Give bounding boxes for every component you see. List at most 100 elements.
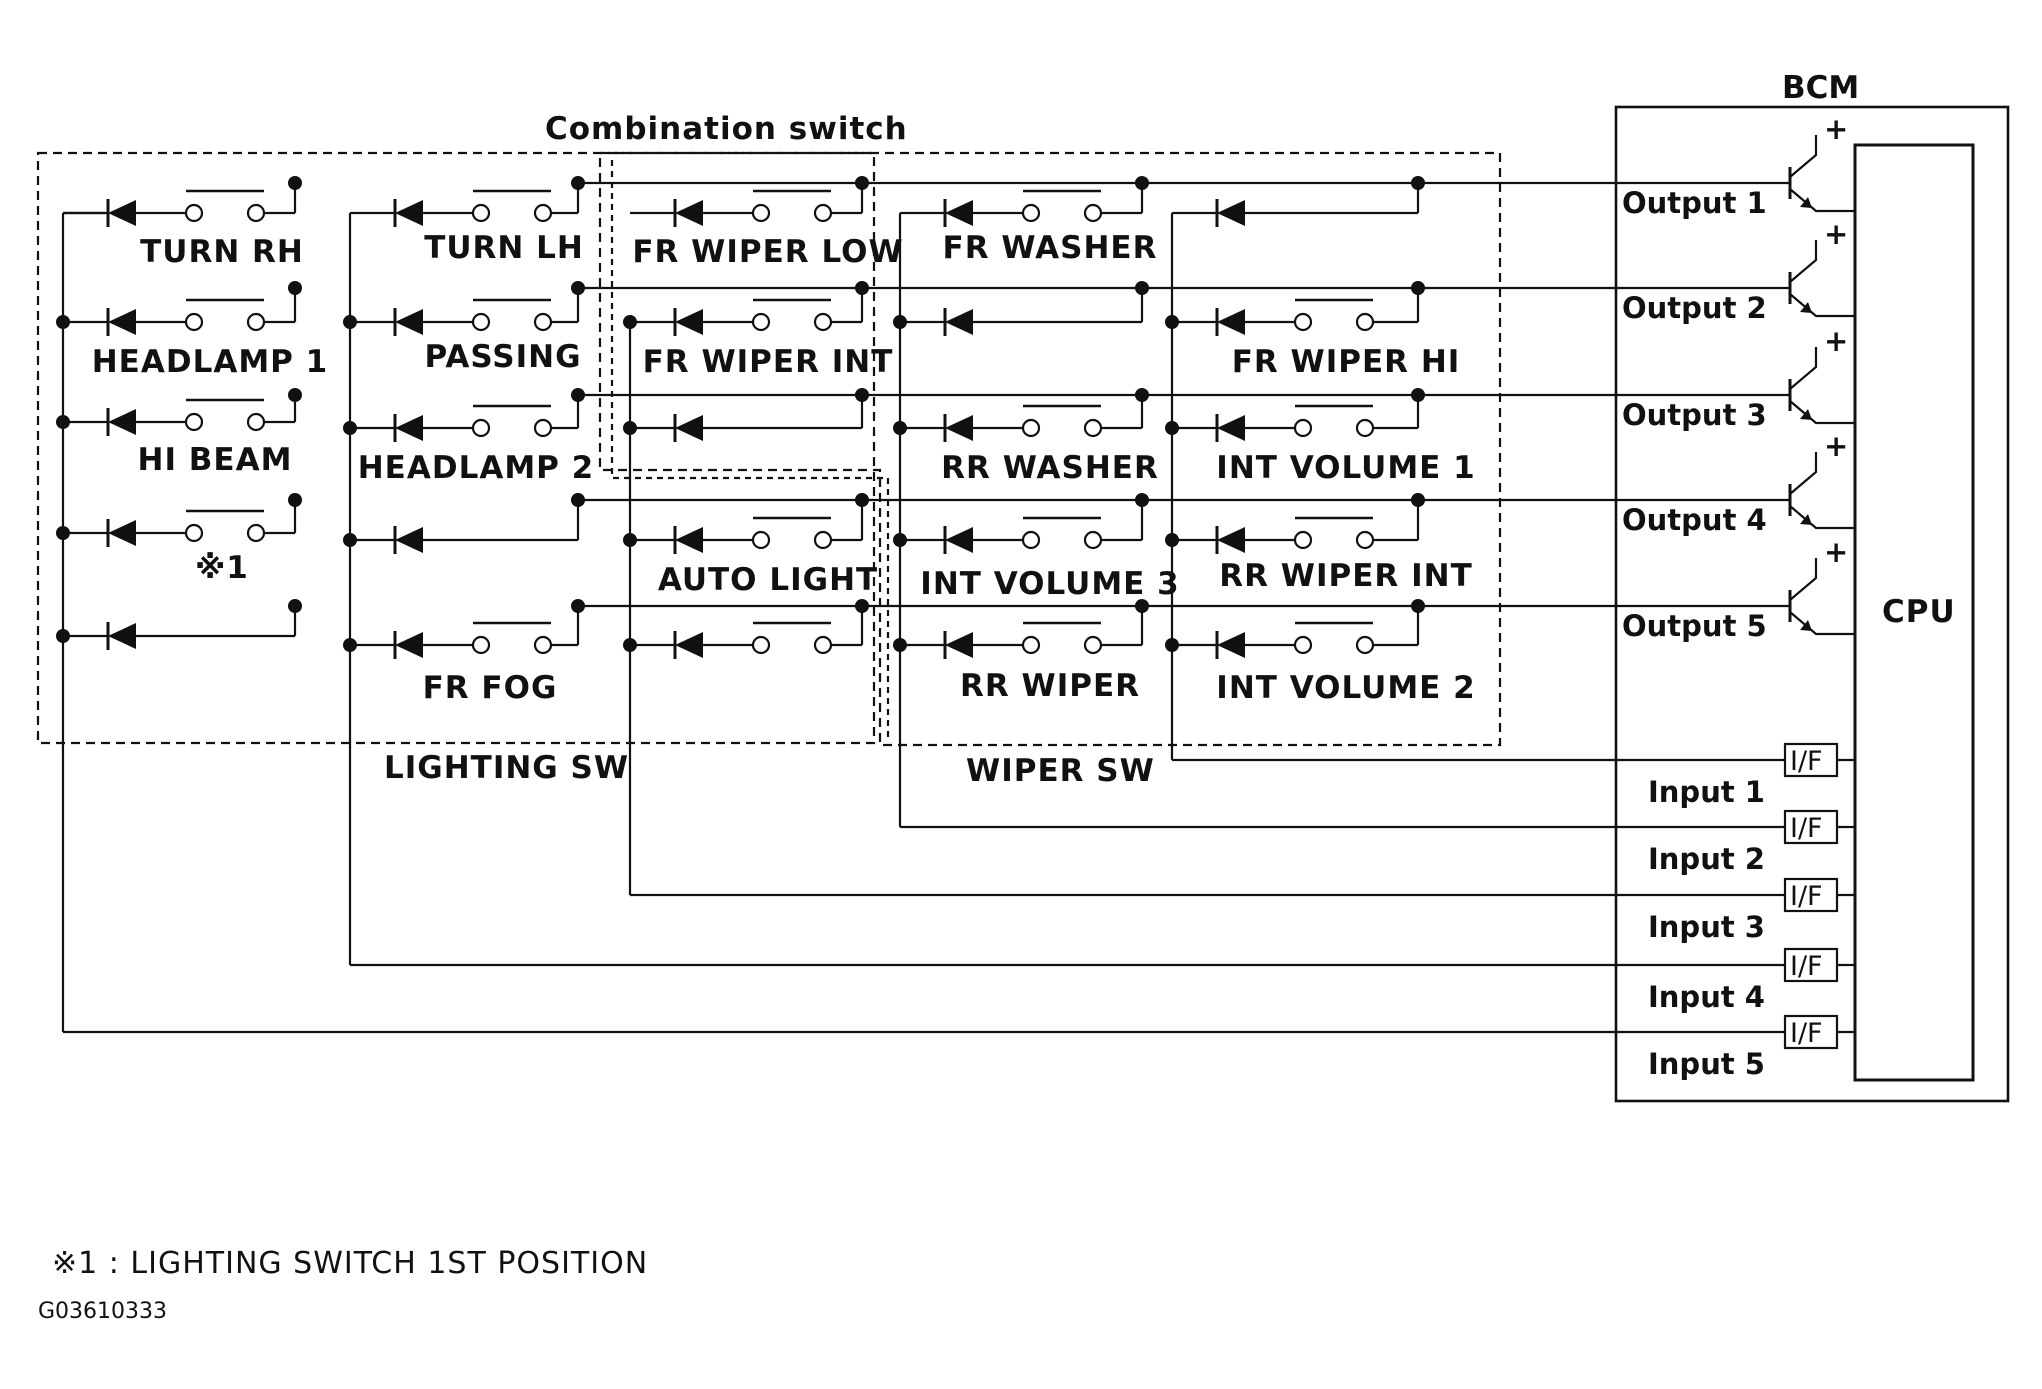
transistor-emitter	[1789, 188, 1855, 213]
junction-dot	[1165, 315, 1179, 329]
junction-dot	[56, 315, 70, 329]
diode-icon	[1217, 527, 1245, 553]
switch-c5	[623, 599, 869, 659]
junction-dot	[623, 421, 637, 435]
junction-dot	[571, 176, 585, 190]
junction-dot	[56, 415, 70, 429]
junction-dot	[855, 176, 869, 190]
interface-label: I/F	[1790, 1018, 1823, 1049]
transistor-emitter	[1789, 293, 1855, 318]
junction-dot	[343, 638, 357, 652]
contact-icon	[533, 635, 553, 655]
diode-icon	[1217, 200, 1245, 226]
switch-label: PASSING	[424, 339, 581, 375]
contact-icon	[471, 312, 491, 332]
diode-icon	[395, 309, 423, 335]
output-label: Output 4	[1622, 503, 1767, 537]
junction-dot	[623, 533, 637, 547]
junction-dot	[343, 533, 357, 547]
wiper-sw-box	[598, 151, 1502, 747]
switch-label: FR WIPER HI	[1232, 344, 1461, 380]
interface-label: I/F	[1790, 813, 1823, 844]
junction-dot	[1135, 388, 1149, 402]
junction-dot	[343, 315, 357, 329]
inner-divider	[610, 160, 890, 740]
interface-label: I/F	[1790, 881, 1823, 912]
switch-headlamp2: HEADLAMP 2	[343, 388, 593, 486]
junction-dot	[288, 388, 302, 402]
diode-icon	[945, 632, 973, 658]
switch-b4	[343, 493, 585, 554]
contact-icon	[1355, 530, 1375, 550]
diode-icon	[1217, 309, 1245, 335]
switch-label: INT VOLUME 1	[1216, 450, 1475, 486]
junction-dot	[1411, 176, 1425, 190]
junction-dot	[288, 493, 302, 507]
lighting-sw-label: LIGHTING SW	[384, 750, 629, 786]
switch-label: AUTO LIGHT	[658, 562, 878, 598]
diode-icon	[675, 415, 703, 441]
diode-icon	[108, 409, 136, 435]
contact-icon	[1083, 418, 1103, 438]
switch-label: INT VOLUME 3	[920, 566, 1179, 602]
contact-icon	[751, 530, 771, 550]
contact-icon	[751, 203, 771, 223]
switch-label: RR WIPER	[960, 668, 1140, 704]
figure-code: G03610333	[38, 1299, 167, 1324]
switch-fr-wiper-hi: FR WIPER HI	[1165, 281, 1461, 380]
input-label: Input 3	[1648, 910, 1765, 944]
contact-icon	[184, 203, 204, 223]
interface-box	[1783, 947, 1839, 983]
switch-turn-lh: TURN LH	[350, 176, 585, 266]
switch-rr-wiper-int: RR WIPER INT	[1165, 493, 1472, 594]
junction-dot	[1135, 493, 1149, 507]
contact-icon	[1293, 530, 1313, 550]
contact-icon	[813, 530, 833, 550]
junction-dot	[56, 526, 70, 540]
wiper-sw-label: WIPER SW	[966, 753, 1155, 789]
junction-dot	[288, 176, 302, 190]
switch-fr-wiper-int: FR WIPER INT	[623, 281, 894, 380]
switch-label: RR WASHER	[941, 450, 1159, 486]
switch-rr-wiper: RR WIPER	[893, 599, 1149, 704]
transistor-collector	[1789, 135, 1818, 178]
supply-plus: +	[1824, 217, 1848, 251]
junction-dot	[571, 281, 585, 295]
contact-icon	[533, 312, 553, 332]
transistor-emitter	[1789, 611, 1855, 636]
input-bus-wires	[61, 181, 1790, 1034]
diode-icon	[108, 520, 136, 546]
arrow-icon	[1800, 302, 1812, 313]
switch-label: INT VOLUME 2	[1216, 670, 1475, 706]
switch-headlamp1: HEADLAMP 1	[56, 281, 327, 380]
junction-dot	[1411, 599, 1425, 613]
contact-icon	[1021, 530, 1041, 550]
interface-box	[1783, 877, 1839, 913]
junction-dot	[893, 638, 907, 652]
junction-dot	[1411, 493, 1425, 507]
diode-icon	[108, 623, 136, 649]
switch-label: RR WIPER INT	[1219, 558, 1472, 594]
contact-icon	[1355, 312, 1375, 332]
contact-icon	[471, 203, 491, 223]
switch-hi-beam: HI BEAM	[56, 388, 302, 478]
output-transistor: +Output 5	[1622, 535, 1855, 643]
junction-dot	[893, 533, 907, 547]
contact-icon	[246, 412, 266, 432]
switch-turn-rh: TURN RH	[63, 176, 304, 270]
contact-icon	[471, 418, 491, 438]
contact-icon	[751, 635, 771, 655]
contact-icon	[184, 412, 204, 432]
transistor-collector	[1789, 347, 1818, 390]
switch-label: FR WIPER INT	[643, 344, 894, 380]
diode-icon	[675, 632, 703, 658]
junction-dot	[1411, 281, 1425, 295]
switch-label: TURN RH	[140, 234, 304, 270]
bcm-internals: +Output 1+Output 2+Output 3+Output 4+Out…	[1622, 112, 1855, 1081]
interface-box	[1783, 809, 1839, 845]
supply-plus: +	[1824, 112, 1848, 146]
